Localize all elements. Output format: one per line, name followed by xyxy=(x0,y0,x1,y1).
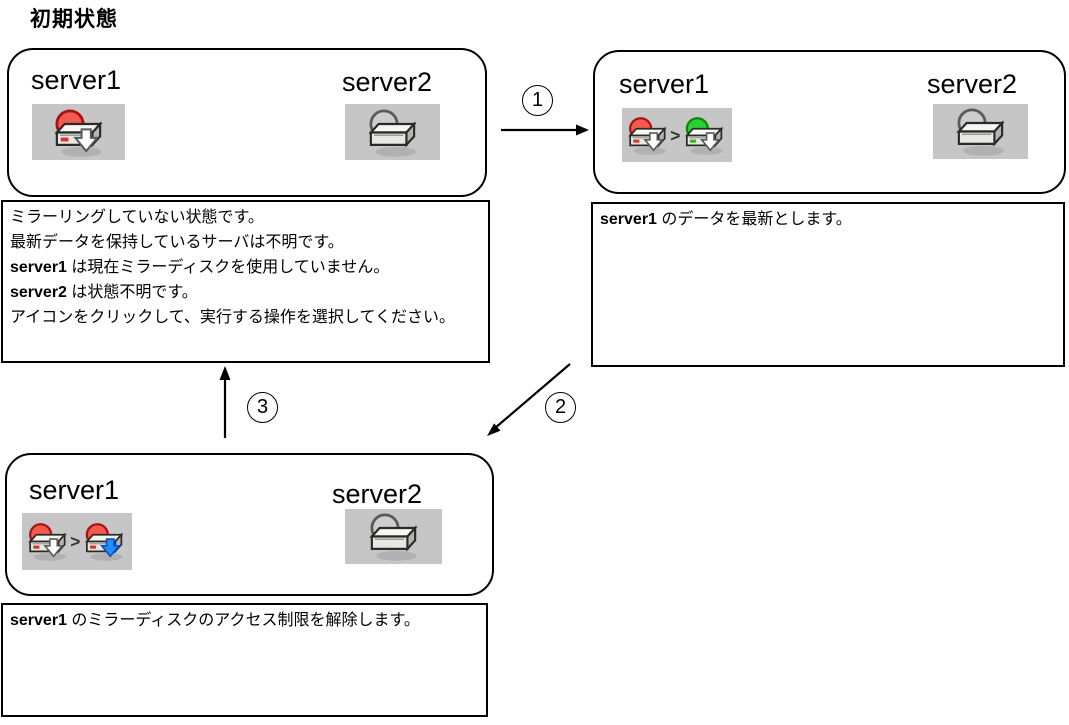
server2-label: server2 xyxy=(342,67,433,97)
server2-label: server2 xyxy=(332,479,423,509)
server2-mirror-disk-icon[interactable] xyxy=(933,104,1028,159)
description-box-after-step2: server1 のミラーディスクのアクセス制限を解除します。 xyxy=(1,603,488,717)
description-line: server1 は現在ミラーディスクを使用していません。 xyxy=(10,259,390,276)
description-line: server1 のミラーディスクのアクセス制限を解除します。 xyxy=(10,612,420,629)
server1-label: server1 xyxy=(619,69,710,99)
diagram-title: 初期状態 xyxy=(30,8,118,31)
arrow-up-icon xyxy=(219,366,231,438)
step1-badge: 1 xyxy=(522,85,553,116)
arrow-right-icon xyxy=(501,124,589,136)
description-line: server1 のデータを最新とします。 xyxy=(600,211,852,228)
description-line: 最新データを保持しているサーバは不明です。 xyxy=(10,234,344,251)
server2-mirror-disk-icon[interactable] xyxy=(345,509,442,564)
description-line: ミラーリングしていない状態です。 xyxy=(10,209,264,226)
step1-number: 1 xyxy=(531,89,544,111)
svg-text:>: > xyxy=(70,532,80,552)
server2-label: server2 xyxy=(927,69,1018,99)
step2-badge: 2 xyxy=(545,392,576,423)
server1-mirror-disk-transition-icon[interactable]: > xyxy=(22,513,132,570)
server1-label: server1 xyxy=(29,475,120,505)
description-line: アイコンをクリックして、実行する操作を選択してください。 xyxy=(10,309,455,326)
description-box-after-step1: server1 のデータを最新とします。 xyxy=(591,202,1065,367)
state-box-initial: server1 server2 xyxy=(7,48,487,197)
server1-mirror-disk-icon[interactable] xyxy=(32,104,125,160)
step3-number: 3 xyxy=(256,396,269,418)
state-box-after-step1: server1 server2 > xyxy=(593,50,1066,194)
server1-label: server1 xyxy=(31,65,122,95)
step3-badge: 3 xyxy=(247,392,278,423)
description-box-initial: ミラーリングしていない状態です。 最新データを保持しているサーバは不明です。 s… xyxy=(1,200,490,363)
description-line: server2 は状態不明です。 xyxy=(10,284,198,301)
arrow-diagonal-icon xyxy=(487,363,571,436)
server2-mirror-disk-icon[interactable] xyxy=(345,104,440,160)
svg-text:>: > xyxy=(670,125,680,145)
server1-mirror-disk-transition-icon[interactable]: > xyxy=(622,108,732,162)
step2-number: 2 xyxy=(554,396,567,418)
state-box-after-step2: server1 server2 > xyxy=(5,453,494,596)
